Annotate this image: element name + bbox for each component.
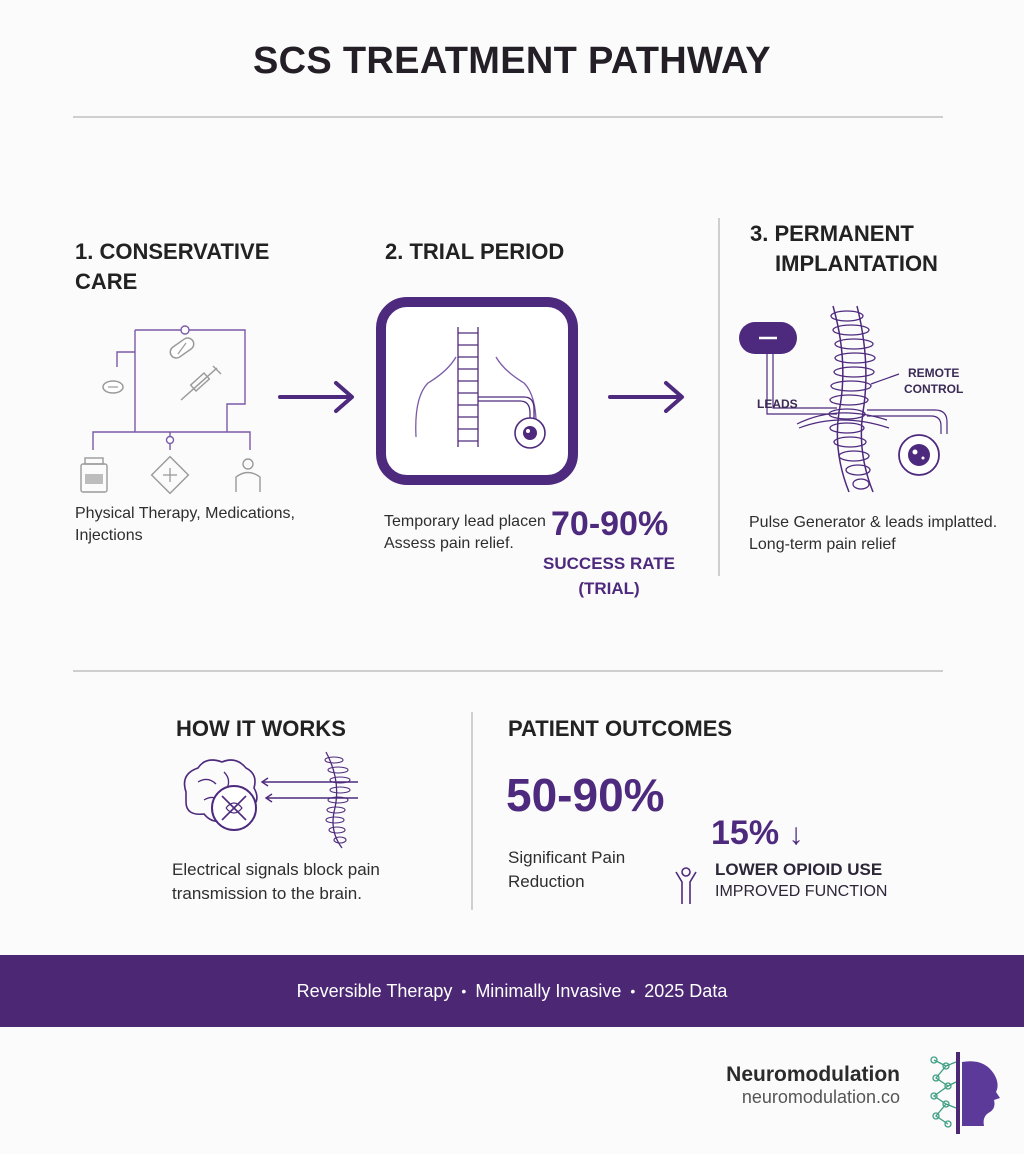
trial-success-label-line2: (TRIAL) [578,579,640,598]
arrow-down-icon: ↓ [788,818,804,851]
page-title: SCS TREATMENT PATHWAY [253,40,771,82]
pill-icon [169,337,195,359]
trial-period-illustration [376,297,578,485]
step3-divider [718,218,720,576]
syringe-icon [180,365,222,401]
opioid-stat-value: 15% [711,814,780,852]
footer-separator: • [630,983,636,999]
patient-outcomes-title: PATIENT OUTCOMES [508,716,733,741]
step1-desc-line2: Injections [75,527,143,544]
trial-success-label-line1: SUCCESS RATE [543,554,675,573]
arrow-right-icon [278,381,354,413]
brand-url[interactable]: neuromodulation.co [741,1087,900,1107]
step1-desc-line1: Physical Therapy, Medications, [75,505,295,522]
trial-success-stat: 70-90% [549,505,669,544]
opioid-stat: 15% ↓ [711,814,804,853]
how-it-works-desc-line2: transmission to the brain. [172,884,362,903]
remote-control-label: REMOTE CONTROL [904,365,963,397]
footer-band: Reversible Therapy • Minimally Invasive … [0,955,1024,1027]
pain-reduction-stat: 50-90% [506,769,665,821]
step2-description: Temporary lead placen Assess pain relief… [384,511,546,555]
step2-desc-line1: Temporary lead placen [384,513,546,530]
pain-reduction-label: Significant Pain Reduction [508,846,625,894]
person-raised-arms-icon [675,867,697,904]
brand-logo-icon [930,1052,1000,1134]
tablet-icon [102,380,124,394]
clinic-icon [150,455,190,495]
footer-separator: • [461,983,467,999]
step1-title: 1. CONSERVATIVE CARE [75,237,269,297]
step1-title-line1: 1. CONSERVATIVE [75,239,270,264]
leads-label: LEADS [757,397,798,411]
section-divider [73,670,943,672]
spine-icon [828,305,876,493]
pain-reduction-label-line2: Reduction [508,872,585,891]
bottle-icon [80,457,108,493]
step3-title-line1: 3. PERMANENT [750,221,914,246]
step1-title-line2: CARE [75,269,138,294]
trial-stimulator-icon [514,417,546,449]
conservative-care-diagram [80,325,261,495]
brand-block: Neuromodulation neuromodulation.co [700,1063,900,1108]
remote-control-icon [898,434,940,476]
permanent-implantation-illustration [739,305,948,493]
footer-item-data-year: 2025 Data [644,980,728,1001]
remote-label-line2: CONTROL [904,382,964,396]
person-icon [235,458,261,492]
spine-icon [457,327,479,447]
how-it-works-title: HOW IT WORKS [176,716,346,741]
trial-success-label: SUCCESS RATE (TRIAL) [539,551,679,601]
spine-icon [324,751,351,849]
footer-item-minimally-invasive: Minimally Invasive [475,980,622,1001]
step3-title-line2: IMPLANTATION [775,251,938,276]
pulse-generator-icon [739,322,797,354]
footer-item-reversible: Reversible Therapy [296,980,453,1001]
brand-name: Neuromodulation [726,1063,900,1086]
block-signal-icon [211,785,257,831]
step3-title: 3. PERMANENT IMPLANTATION [750,219,938,279]
how-it-works-desc-line1: Electrical signals block pain [172,860,380,879]
step1-description: Physical Therapy, Medications, Injection… [75,503,295,547]
opioid-label: LOWER OPIOID USE [715,860,883,879]
step2-title: 2. TRIAL PERIOD [385,239,565,264]
arrow-right-icon [608,381,684,413]
function-label: IMPROVED FUNCTION [715,883,888,900]
step3-desc-line1: Pulse Generator & leads implatted. [749,514,998,531]
step2-desc-line2: Assess pain relief. [384,535,514,552]
how-it-works-illustration [183,751,358,849]
pain-reduction-label-line1: Significant Pain [508,848,626,867]
remote-label-line1: REMOTE [907,366,960,380]
step3-description: Pulse Generator & leads implatted. Long-… [749,512,997,556]
step3-desc-line2: Long-term pain relief [749,536,896,553]
title-divider [73,116,943,118]
how-it-works-description: Electrical signals block pain transmissi… [172,858,380,906]
bottom-divider [471,712,473,910]
